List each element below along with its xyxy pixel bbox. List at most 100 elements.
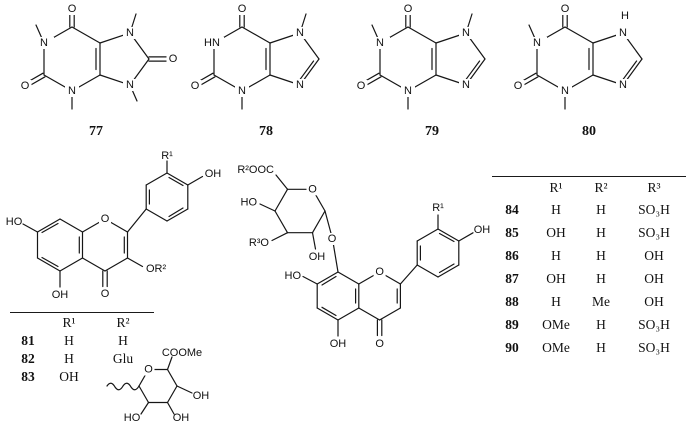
atom-o2: O — [514, 80, 523, 92]
cell-r2: H — [596, 339, 606, 355]
cell-r1: H — [551, 201, 561, 217]
substituent-coome: COOMe — [162, 347, 202, 359]
cell-r1: H — [551, 293, 561, 309]
cell-id: 89 — [505, 316, 519, 332]
structure-flavonol: O O HO OH OR² R¹ OH — [2, 150, 227, 310]
cell-r1: OMe — [542, 316, 570, 332]
substituent-ho7: HO — [285, 270, 302, 282]
substituent-r3o: R³O — [249, 237, 270, 249]
atom-ring-oxygen: O — [144, 364, 153, 376]
cell-r3: SO₃H — [638, 339, 670, 355]
atom-o8: O — [169, 53, 178, 65]
atom-sugar-ring-oxygen: O — [308, 183, 317, 195]
atom-n9: N — [296, 79, 304, 91]
cell-r3: OH — [644, 293, 664, 309]
cell-id: 90 — [505, 339, 519, 355]
cell-r2: H — [596, 270, 606, 286]
bonds-flavonol — [22, 160, 204, 288]
substituent-r1: R¹ — [161, 150, 173, 162]
atom-n3: N — [404, 85, 412, 97]
wavy-attachment-bond — [106, 382, 140, 391]
table-row: 88 H Me OH — [492, 290, 686, 313]
atom-n3: N — [561, 85, 569, 97]
cell-r3: OH — [644, 270, 664, 286]
atom-n1: N — [376, 37, 384, 49]
structure-77: O O N N N N O 77 — [12, 2, 182, 142]
structure-83-sugar: O COOMe OH OH HO — [96, 346, 248, 424]
bonds-sugar83 — [106, 356, 193, 415]
cell-id: 87 — [505, 270, 519, 286]
col-compound — [10, 313, 46, 333]
table-81-83: R¹ R² 81 H H 82 H Glu 83 OH — [10, 312, 154, 386]
atom-o6: O — [238, 3, 247, 15]
atom-o2: O — [21, 80, 30, 92]
atom-n7: N — [296, 27, 304, 39]
structure-78-svg: O O HN N N N 78 — [188, 3, 320, 139]
cell-id: 83 — [21, 369, 35, 384]
substituent-ho-bottom: HO — [124, 412, 141, 424]
atom-o6: O — [68, 3, 77, 15]
table-84-90: R¹ R² R³ 84 H H SO₃H 85 OH H SO₃H 86 H H — [492, 176, 686, 359]
substituent-oh-sugar: OH — [309, 251, 326, 263]
structure-79-svg: O O N N N N 79 — [354, 3, 486, 139]
compound-number-78: 78 — [259, 124, 273, 139]
label-masks-sugar83 — [142, 363, 155, 376]
atom-n9: N — [126, 79, 134, 91]
atom-keto-oxygen: O — [375, 338, 384, 350]
atom-o2: O — [357, 80, 366, 92]
structure-78: O O HN N N N 78 — [182, 2, 352, 142]
table-row: 86 H H OH — [492, 244, 686, 267]
cell-r2: Me — [592, 293, 610, 309]
table-row: 81 H H — [10, 332, 154, 350]
structure-83-sugar-svg: O COOMe OH OH HO — [106, 347, 209, 424]
label-masks-79 — [354, 3, 473, 97]
cell-r2: H — [596, 224, 606, 240]
cell-r2: H — [596, 247, 606, 263]
bonds-flavone — [259, 174, 474, 337]
atom-n9: N — [462, 79, 470, 91]
cell-id: 85 — [505, 224, 519, 240]
cell-r2: H — [596, 201, 606, 217]
atom-ring-oxygen: O — [375, 266, 384, 278]
table-row: 90 OMe H SO₃H — [492, 336, 686, 359]
atom-n1h: HN — [204, 37, 220, 49]
atom-n3: N — [68, 85, 76, 97]
atom-n9: N — [619, 79, 627, 91]
bonds-77 — [27, 12, 168, 110]
col-r2: R² — [116, 315, 130, 330]
compound-number-80: 80 — [582, 124, 596, 139]
cell-r3: SO₃H — [638, 224, 670, 240]
cell-r3: OH — [644, 247, 664, 263]
cell-r2: Glu — [112, 351, 134, 366]
cell-r1: OH — [59, 369, 79, 384]
table-row: 82 H Glu — [10, 350, 154, 368]
label-masks-77 — [18, 3, 180, 97]
substituent-ho-sugar: HO — [241, 197, 258, 209]
substituent-oh-bottom: OH — [173, 412, 190, 424]
atom-n3: N — [238, 85, 246, 97]
substituent-or2: OR² — [146, 263, 167, 275]
label-masks-flavonol — [99, 213, 111, 225]
cell-r1: OH — [546, 270, 566, 286]
structure-flavone-glucuronide: O R²OOC HO R³O OH O O HO OH O R¹ OH — [218, 156, 508, 356]
table-row: 89 OMe H SO₃H — [492, 313, 686, 336]
atom-n1: N — [40, 37, 48, 49]
col-r2: R² — [594, 180, 608, 195]
cell-r1: OH — [546, 224, 566, 240]
structure-flavonol-svg: O O HO OH OR² R¹ OH — [6, 150, 222, 301]
label-masks-flavone — [306, 183, 386, 278]
cell-id: 86 — [505, 247, 519, 263]
structure-77-svg: O O N N N N O 77 — [18, 3, 180, 139]
table-header-row: R¹ R² — [10, 313, 154, 333]
table-row: 84 H H SO₃H — [492, 198, 686, 221]
table-row: 85 OH H SO₃H — [492, 221, 686, 244]
atom-n7: N — [126, 27, 134, 39]
substituent-oh5: OH — [330, 338, 347, 350]
col-r1: R¹ — [549, 180, 563, 195]
cell-id: 81 — [21, 333, 35, 348]
atom-n1: N — [533, 37, 541, 49]
atom-o6: O — [404, 3, 413, 15]
substituent-oh4prime: OH — [474, 224, 491, 236]
substituent-r1: R¹ — [432, 202, 444, 214]
atom-n7-hydrogen: H — [621, 10, 629, 22]
